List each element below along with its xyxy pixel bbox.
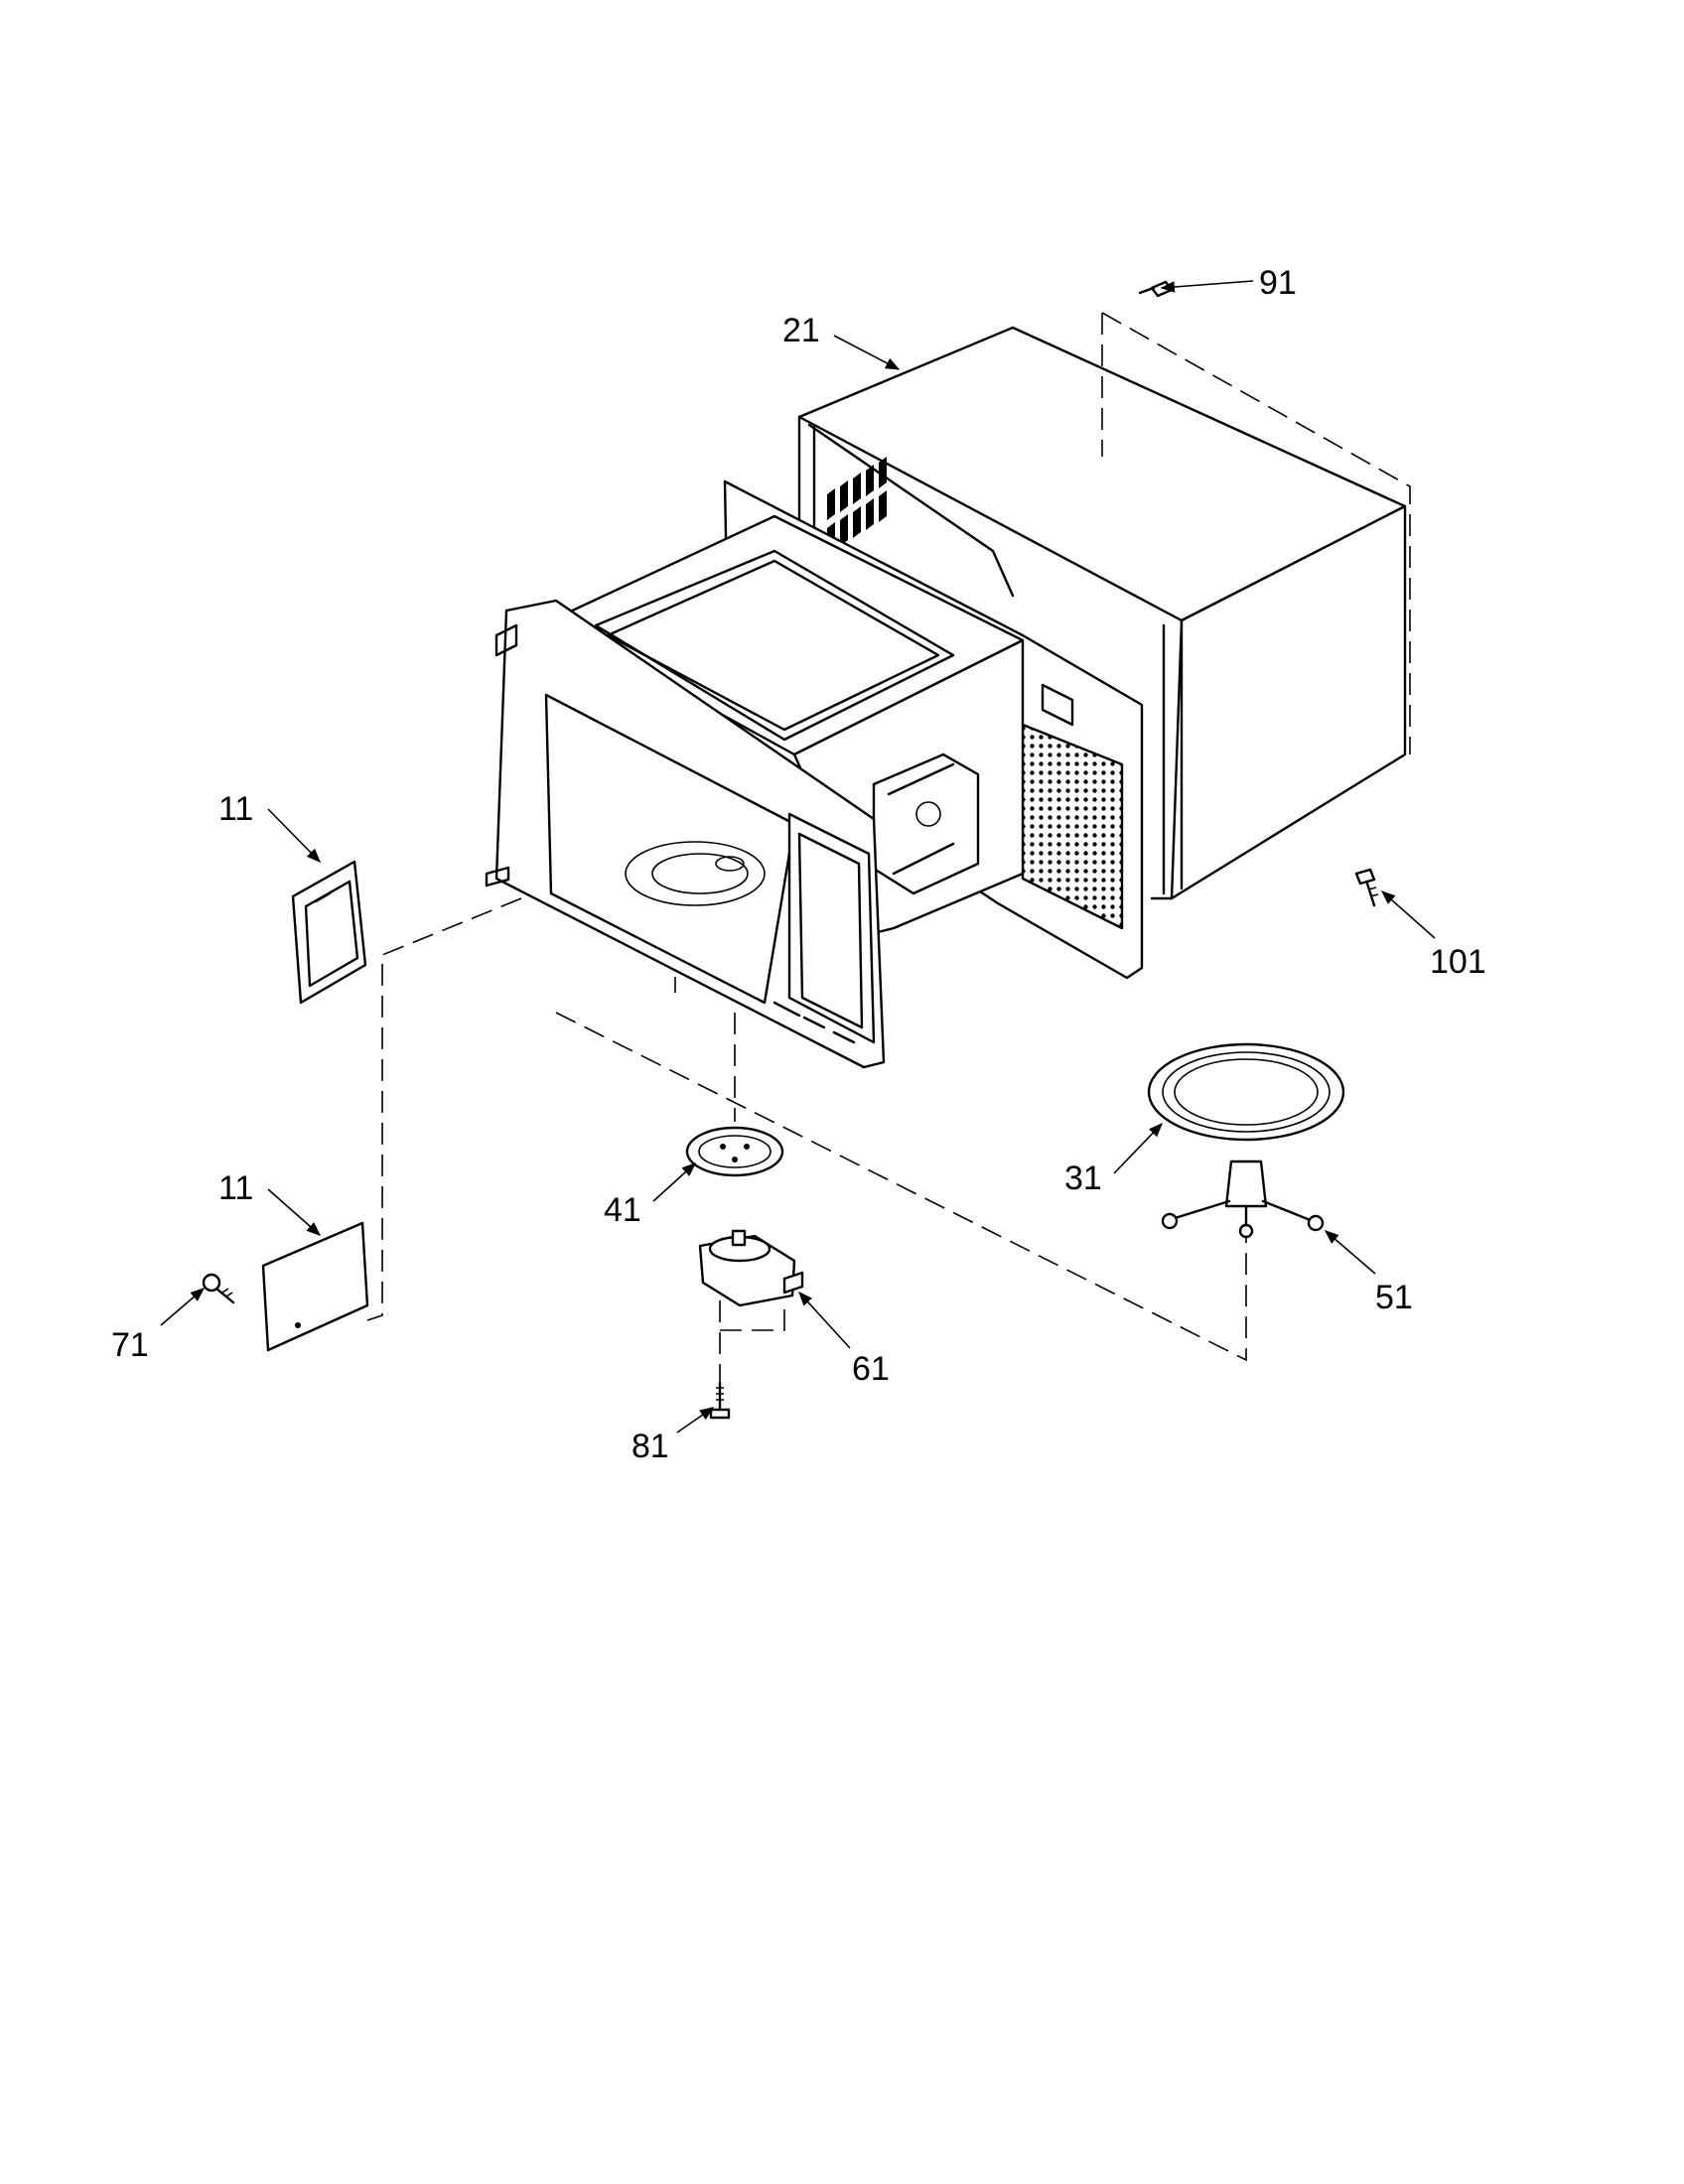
screw-101-icon <box>1354 868 1379 907</box>
part-11-lower-cover <box>261 1221 369 1352</box>
part-41-coupler <box>685 1126 784 1177</box>
part-11-upper-cover <box>291 860 367 1005</box>
magnetron-block <box>872 752 980 895</box>
cabinet-vents <box>827 457 887 554</box>
callout-11-upper: 11 <box>218 790 253 828</box>
callout-81: 81 <box>632 1428 669 1465</box>
callout-31: 31 <box>1064 1160 1102 1197</box>
callout-91: 91 <box>1259 264 1297 302</box>
screw-91-icon <box>1138 280 1174 298</box>
callout-leaders <box>160 280 1436 1433</box>
part-31-glass-tray <box>1147 1042 1345 1142</box>
callout-11-lower: 11 <box>218 1169 253 1207</box>
callout-71: 71 <box>111 1326 149 1364</box>
assembly-dashed-lines <box>366 312 1411 1390</box>
callout-41: 41 <box>604 1191 641 1229</box>
callout-101: 101 <box>1430 943 1486 981</box>
part-51-roller-support <box>1161 1160 1325 1239</box>
screw-71-icon <box>202 1273 235 1304</box>
screw-81-icon <box>709 1381 731 1420</box>
oven-cavity-frame <box>485 479 1144 1069</box>
callout-61: 61 <box>852 1350 890 1388</box>
callout-51: 51 <box>1375 1279 1413 1316</box>
callout-21: 21 <box>782 312 820 349</box>
part-61-motor <box>698 1229 804 1307</box>
